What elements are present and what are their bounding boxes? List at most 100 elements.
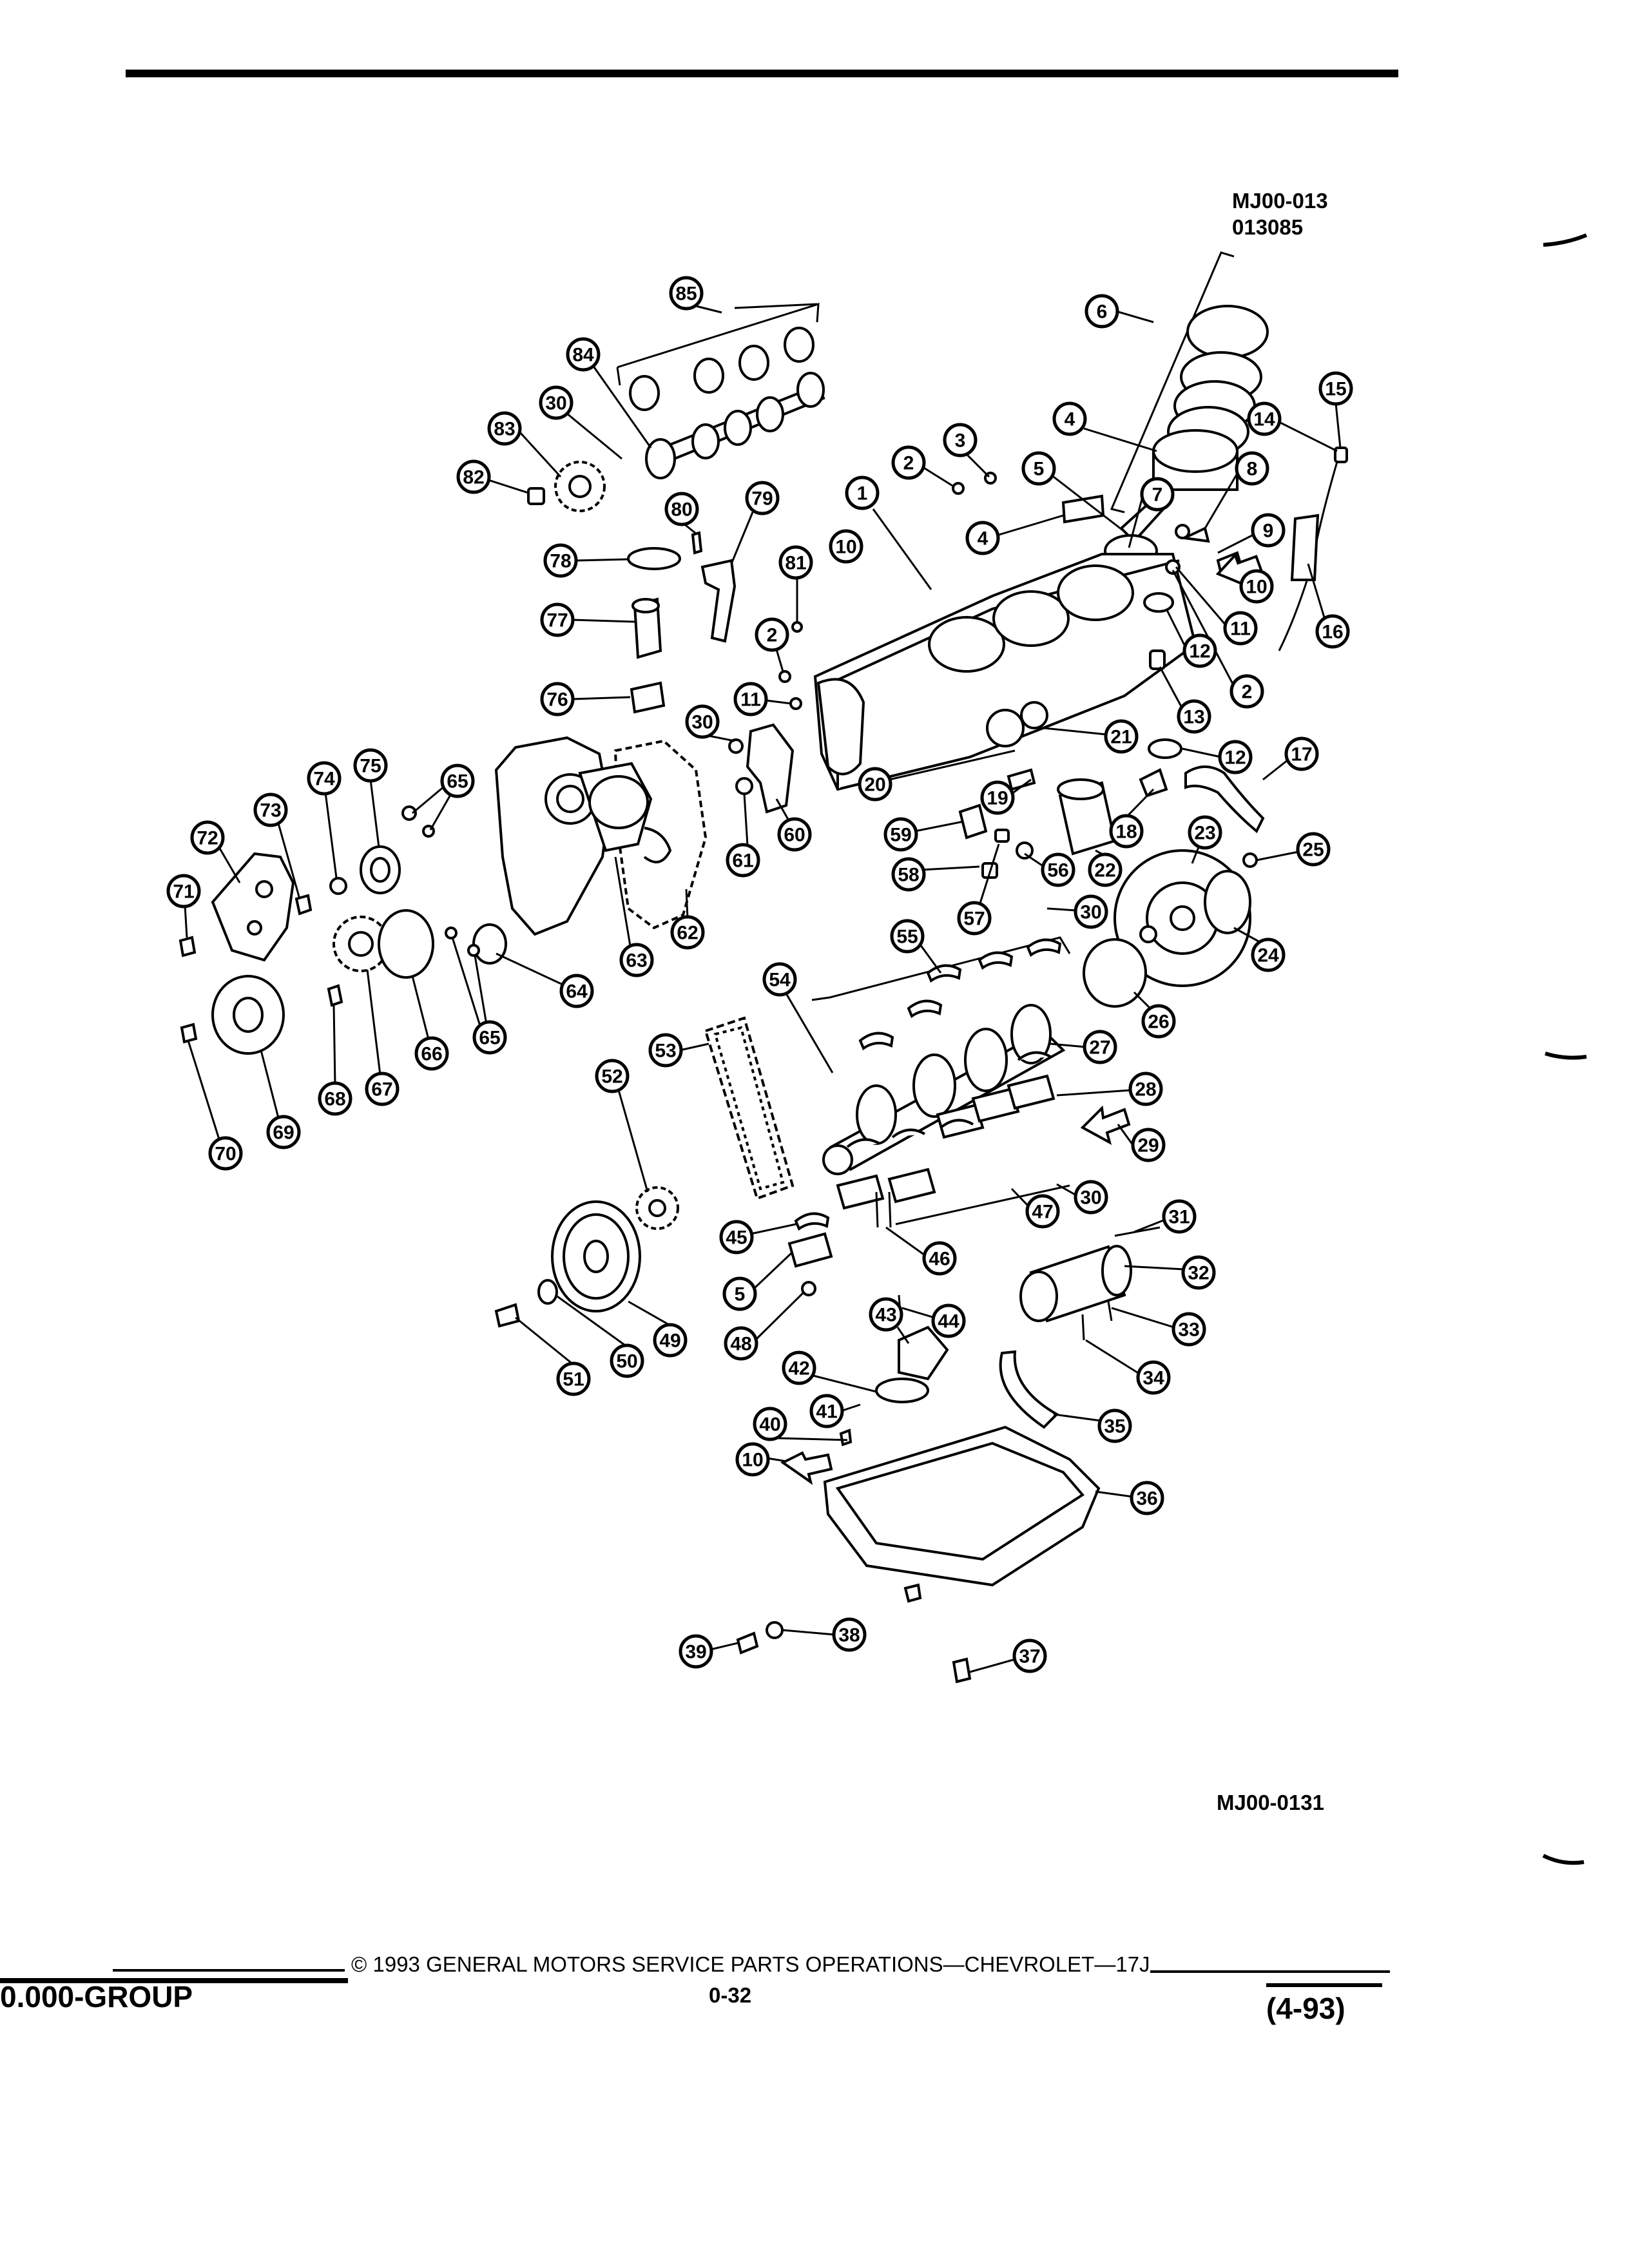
callout-number: 33 bbox=[1178, 1320, 1199, 1341]
starter-motor bbox=[1019, 1226, 1161, 1341]
footer-rule-left bbox=[113, 1969, 345, 1972]
callout-10: 10 bbox=[1239, 569, 1274, 604]
callout-34: 34 bbox=[1136, 1360, 1171, 1395]
callout-49: 49 bbox=[653, 1323, 688, 1358]
callout-2: 2 bbox=[891, 445, 926, 480]
callout-2: 2 bbox=[1229, 674, 1264, 709]
callout-10: 10 bbox=[829, 529, 863, 564]
callout-number: 15 bbox=[1325, 379, 1346, 400]
callout-29: 29 bbox=[1131, 1128, 1166, 1162]
callout-number: 28 bbox=[1135, 1079, 1156, 1100]
callout-number: 8 bbox=[1247, 459, 1258, 480]
footer-group-label: 0.000-GROUP bbox=[0, 1980, 193, 2013]
callout-number: 10 bbox=[835, 537, 856, 558]
callout-number: 26 bbox=[1148, 1012, 1169, 1033]
callout-number: 40 bbox=[759, 1414, 780, 1436]
callout-60: 60 bbox=[777, 817, 812, 852]
callout-number: 79 bbox=[751, 488, 773, 510]
callout-13: 13 bbox=[1177, 699, 1211, 734]
footer-rule-right bbox=[1150, 1970, 1390, 1973]
harmonic-balancer bbox=[494, 1200, 641, 1328]
callout-46: 46 bbox=[922, 1241, 957, 1276]
callout-6: 6 bbox=[1084, 294, 1119, 329]
callout-78: 78 bbox=[543, 543, 578, 578]
callout-number: 37 bbox=[1019, 1646, 1040, 1667]
callout-number: 70 bbox=[215, 1144, 236, 1165]
callout-21: 21 bbox=[1104, 719, 1139, 754]
callout-5: 5 bbox=[722, 1276, 757, 1311]
callout-22: 22 bbox=[1088, 852, 1123, 887]
callout-number: 12 bbox=[1189, 641, 1210, 662]
callout-71: 71 bbox=[166, 874, 201, 908]
callout-54: 54 bbox=[762, 962, 797, 997]
callout-20: 20 bbox=[858, 767, 892, 802]
callout-41: 41 bbox=[809, 1394, 844, 1428]
callout-63: 63 bbox=[619, 943, 654, 977]
callout-number: 71 bbox=[173, 881, 194, 903]
callout-18: 18 bbox=[1109, 814, 1144, 849]
callout-number: 39 bbox=[685, 1642, 706, 1663]
callout-number: 30 bbox=[545, 393, 566, 414]
callout-3: 3 bbox=[943, 423, 978, 457]
callout-number: 77 bbox=[546, 610, 568, 631]
callout-number: 57 bbox=[963, 908, 985, 930]
callout-65: 65 bbox=[472, 1020, 507, 1055]
callout-number: 63 bbox=[626, 950, 647, 972]
callout-number: 20 bbox=[864, 774, 885, 796]
oil-pan bbox=[736, 1425, 1101, 1684]
flywheel bbox=[1113, 849, 1258, 987]
callout-81: 81 bbox=[778, 545, 813, 580]
callout-number: 53 bbox=[655, 1041, 676, 1062]
footer-rule-group bbox=[0, 1978, 348, 1983]
callout-number: 48 bbox=[730, 1334, 751, 1355]
callout-number: 34 bbox=[1142, 1368, 1164, 1389]
callout-80: 80 bbox=[664, 492, 699, 526]
bearing-bracket-lower bbox=[895, 1184, 1070, 1225]
callout-number: 76 bbox=[546, 689, 568, 711]
callout-number: 30 bbox=[1080, 902, 1101, 923]
rod-bearings bbox=[787, 1212, 833, 1296]
callout-number: 6 bbox=[1097, 302, 1108, 323]
callout-number: 46 bbox=[929, 1249, 950, 1270]
callout-number: 4 bbox=[1065, 409, 1075, 430]
callout-number: 55 bbox=[896, 927, 918, 948]
thermostat-housing bbox=[627, 531, 803, 754]
callout-74: 74 bbox=[307, 761, 342, 796]
callout-36: 36 bbox=[1130, 1481, 1164, 1515]
callout-16: 16 bbox=[1315, 614, 1350, 649]
bracket-72 bbox=[178, 852, 295, 962]
callout-4: 4 bbox=[1052, 401, 1087, 436]
callout-number: 64 bbox=[566, 981, 588, 1003]
callout-number: 45 bbox=[726, 1227, 747, 1249]
callout-84: 84 bbox=[566, 337, 601, 372]
footer-date-rule bbox=[1266, 1983, 1382, 1987]
callout-42: 42 bbox=[782, 1350, 816, 1385]
callout-12: 12 bbox=[1182, 633, 1217, 668]
callout-number: 68 bbox=[324, 1089, 345, 1110]
callout-number: 74 bbox=[313, 769, 335, 790]
callout-number: 5 bbox=[735, 1284, 746, 1305]
cam-sprocket bbox=[527, 461, 606, 512]
callout-number: 17 bbox=[1291, 744, 1312, 765]
callout-number: 36 bbox=[1136, 1488, 1157, 1510]
callout-57: 57 bbox=[957, 901, 992, 936]
callout-number: 52 bbox=[601, 1066, 622, 1088]
callout-number: 2 bbox=[903, 453, 914, 474]
margin-mark bbox=[1542, 1854, 1585, 1865]
callout-number: 2 bbox=[1242, 682, 1253, 703]
callout-64: 64 bbox=[559, 974, 594, 1008]
callout-40: 40 bbox=[753, 1407, 787, 1441]
callout-number: 13 bbox=[1183, 707, 1204, 728]
callout-28: 28 bbox=[1128, 1072, 1163, 1106]
callout-number: 21 bbox=[1110, 727, 1132, 748]
callout-number: 11 bbox=[1230, 619, 1251, 640]
water-pump bbox=[294, 845, 434, 1007]
callout-19: 19 bbox=[980, 780, 1015, 815]
callout-12: 12 bbox=[1218, 740, 1253, 774]
engine-block bbox=[813, 553, 1197, 791]
callout-55: 55 bbox=[890, 919, 925, 954]
callout-number: 41 bbox=[816, 1401, 837, 1423]
dipstick bbox=[1278, 447, 1348, 651]
callout-85: 85 bbox=[669, 276, 704, 311]
